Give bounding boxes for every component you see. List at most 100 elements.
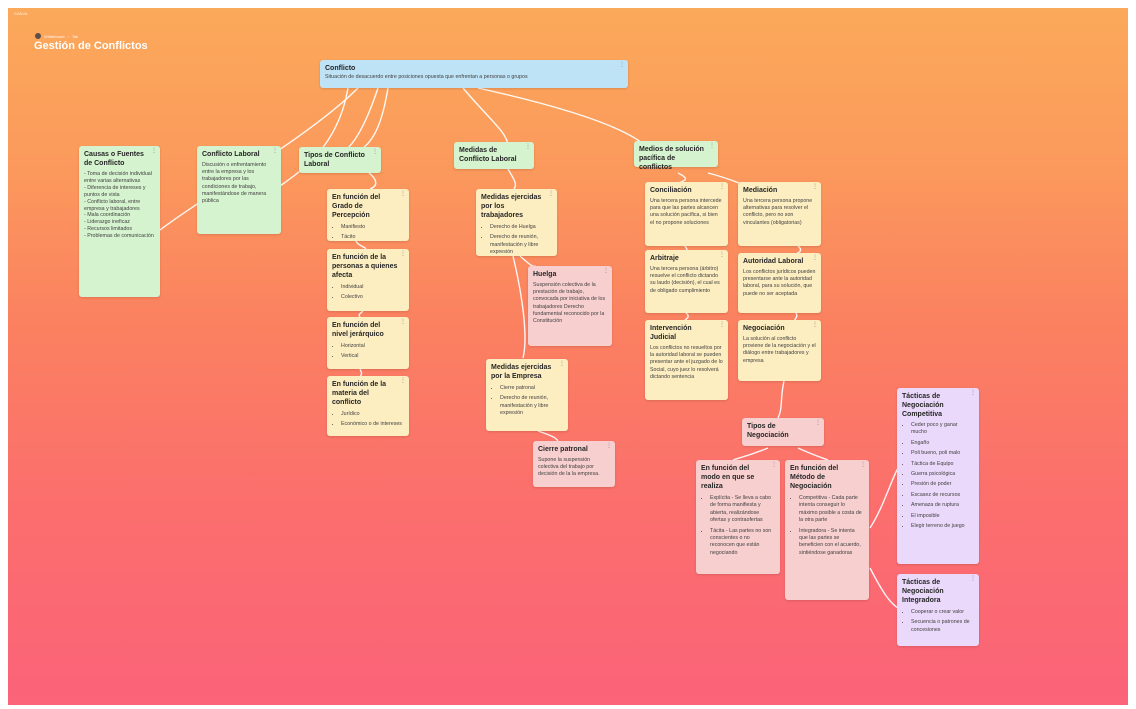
link-tiposneg-modo (732, 447, 769, 461)
node-menu-icon[interactable]: ⋮ (525, 144, 531, 150)
bullet-item: Táctica de Equipo (911, 461, 974, 468)
bullet-item: Jurídico (341, 411, 404, 418)
node-title: Huelga (533, 271, 557, 278)
link-trabajadores-huelga (519, 255, 537, 268)
breadcrumb-item[interactable]: Tab (71, 33, 79, 39)
node-autoridad-laboral[interactable]: ⋮ Autoridad Laboral Los conflictos juríd… (738, 253, 821, 313)
node-menu-icon[interactable]: ⋮ (606, 443, 612, 449)
node-menu-icon[interactable]: ⋮ (812, 184, 818, 190)
node-title: Medios de solución pacífica de conflicto… (639, 146, 704, 171)
node-arbitraje[interactable]: ⋮ Arbitraje Una tercera persona (árbitro… (645, 250, 728, 313)
node-medidas-trabajadores[interactable]: ⋮ Medidas ejercidas por los trabajadores… (476, 189, 557, 256)
node-menu-icon[interactable]: ⋮ (719, 184, 725, 190)
node-line: - Liderazgo ineficaz (84, 219, 130, 226)
node-menu-icon[interactable]: ⋮ (719, 252, 725, 258)
node-line: - Mala coordinación (84, 212, 131, 219)
link-conflicto-tipos-2 (362, 87, 389, 149)
node-menu-icon[interactable]: ⋮ (400, 319, 406, 325)
link-tiposneg-metodo (797, 447, 829, 461)
bullet-item: Individual (341, 284, 404, 291)
node-tipos-negociacion[interactable]: ⋮ Tipos de Negociación (742, 418, 824, 446)
node-metodo-negociacion[interactable]: ⋮ En función del Método de Negociación C… (785, 460, 869, 600)
node-bullet-list: Explícita - Se lleva a cabo de forma man… (701, 495, 775, 557)
bullet-item: Manifiesto (341, 224, 404, 231)
node-personas-afecta[interactable]: ⋮ En función de la personas a quienes af… (327, 249, 409, 311)
node-bullet-list: Cooperar o crear valor Secuencia o patro… (902, 609, 974, 634)
node-title: Tipos de Conflicto Laboral (304, 152, 365, 168)
node-intervencion-judicial[interactable]: ⋮ Intervención Judicial Los conflictos n… (645, 320, 728, 400)
node-menu-icon[interactable]: ⋮ (548, 191, 554, 197)
breadcrumb[interactable]: Whiteboard › Tab (35, 33, 78, 39)
node-title: Causas o Fuentes de Conflicto (84, 151, 144, 167)
link-conflicto-tipos (347, 87, 379, 149)
node-menu-icon[interactable]: ⋮ (709, 143, 715, 149)
node-bullet-list: Competitiva - Cada parte intenta consegu… (790, 495, 864, 557)
bullet-item: Explícita - Se lleva a cabo de forma man… (710, 495, 775, 525)
bullet-item: Presión de poder (911, 481, 974, 488)
node-menu-icon[interactable]: ⋮ (400, 378, 406, 384)
node-menu-icon[interactable]: ⋮ (812, 255, 818, 261)
node-menu-icon[interactable]: ⋮ (860, 462, 866, 468)
node-conflicto-laboral[interactable]: ⋮ Conflicto Laboral Discusión o enfrenta… (197, 146, 281, 234)
node-title: En función del nivel jerárquico (332, 322, 384, 338)
node-menu-icon[interactable]: ⋮ (559, 361, 565, 367)
node-title: Negociación (743, 325, 785, 332)
node-grado-percepcion[interactable]: ⋮ En función del Grado de Percepción Man… (327, 189, 409, 241)
node-mediacion[interactable]: ⋮ Mediación Una tercera persona propone … (738, 182, 821, 246)
node-text: Una tercera persona intercede para que l… (650, 198, 722, 226)
node-tacticas-integradora[interactable]: ⋮ Tácticas de Negociación Integradora Co… (897, 574, 979, 646)
node-tacticas-competitiva[interactable]: ⋮ Tácticas de Negociación Competitiva Ce… (897, 388, 979, 564)
node-medios-solucion[interactable]: ⋮ Medios de solución pacífica de conflic… (634, 141, 718, 171)
node-nivel-jerarquico[interactable]: ⋮ En función del nivel jerárquico Horizo… (327, 317, 409, 369)
node-menu-icon[interactable]: ⋮ (771, 462, 777, 468)
bullet-item: Amenaza de ruptura (911, 502, 974, 509)
node-menu-icon[interactable]: ⋮ (719, 322, 725, 328)
node-line: - Toma de decisión individual entre vari… (84, 171, 152, 184)
breadcrumb-item[interactable]: Whiteboard (44, 33, 65, 39)
node-menu-icon[interactable]: ⋮ (970, 390, 976, 396)
node-conciliacion[interactable]: ⋮ Conciliación Una tercera persona inter… (645, 182, 728, 246)
bullet-item: Guerra psicológica (911, 471, 974, 478)
bullet-item: Secuencia o patrones de concesiones (911, 619, 974, 634)
node-text: La solución al conflicto proviene de la … (743, 336, 816, 364)
node-medidas-empresa[interactable]: ⋮ Medidas ejercidas por la Empresa Cierr… (486, 359, 568, 431)
node-title: Medidas ejercidas por los trabajadores (481, 194, 542, 219)
node-line: - Conflicto laboral, entre empresa y tra… (84, 198, 141, 212)
node-menu-icon[interactable]: ⋮ (603, 268, 609, 274)
node-title: Intervención Judicial (650, 325, 692, 341)
node-huelga[interactable]: ⋮ Huelga Suspensión colectiva de la pres… (528, 266, 612, 346)
node-title: En función del Método de Negociación (790, 465, 839, 490)
node-title: Conflicto Laboral (202, 151, 260, 158)
whiteboard-canvas[interactable]: CANVA Whiteboard › Tab Gestión de Confli… (8, 8, 1128, 705)
link-negociacion-tiposneg (777, 380, 785, 419)
node-menu-icon[interactable]: ⋮ (815, 420, 821, 426)
node-menu-icon[interactable]: ⋮ (400, 251, 406, 257)
node-text-list: - Toma de decisión individual entre vari… (84, 171, 155, 240)
node-title: Tipos de Negociación (747, 423, 789, 439)
bullet-item: El imposible (911, 513, 974, 520)
node-negociacion[interactable]: ⋮ Negociación La solución al conflicto p… (738, 320, 821, 381)
bullet-item: Derecho de Huelga (490, 224, 552, 231)
node-conflicto[interactable]: ⋮ Conflicto Situación de desacuerdo entr… (320, 60, 628, 88)
node-menu-icon[interactable]: ⋮ (151, 148, 157, 154)
node-medidas-conflicto[interactable]: ⋮ Medidas de Conflicto Laboral (454, 142, 534, 169)
node-causas[interactable]: ⋮ Causas o Fuentes de Conflicto - Toma d… (79, 146, 160, 297)
link-trabajadores-empresa (512, 255, 526, 359)
node-menu-icon[interactable]: ⋮ (400, 191, 406, 197)
node-bullet-list: Ceder poco y ganar mucho Engaño Poli bue… (902, 422, 974, 530)
node-menu-icon[interactable]: ⋮ (272, 148, 278, 154)
node-title: Autoridad Laboral (743, 258, 804, 265)
node-menu-icon[interactable]: ⋮ (619, 62, 625, 68)
bullet-item: Competitiva - Cada parte intenta consegu… (799, 495, 864, 525)
node-modo-realiza[interactable]: ⋮ En función del modo en que se realiza … (696, 460, 780, 574)
node-title: Medidas de Conflicto Laboral (459, 147, 517, 163)
node-tipos-conflicto[interactable]: ⋮ Tipos de Conflicto Laboral (299, 147, 381, 173)
node-menu-icon[interactable]: ⋮ (970, 576, 976, 582)
node-text: Una tercera persona (árbitro) resuelve e… (650, 266, 720, 294)
node-menu-icon[interactable]: ⋮ (372, 149, 378, 155)
node-menu-icon[interactable]: ⋮ (812, 322, 818, 328)
node-cierre-patronal[interactable]: ⋮ Cierre patronal Supone la suspensión c… (533, 441, 615, 487)
node-text: Supone la suspensión colectiva del traba… (538, 457, 600, 478)
node-materia-conflicto[interactable]: ⋮ En función de la materia del conflicto… (327, 376, 409, 436)
bullet-item: Derecho de reunión, manifestación y libr… (490, 234, 552, 256)
